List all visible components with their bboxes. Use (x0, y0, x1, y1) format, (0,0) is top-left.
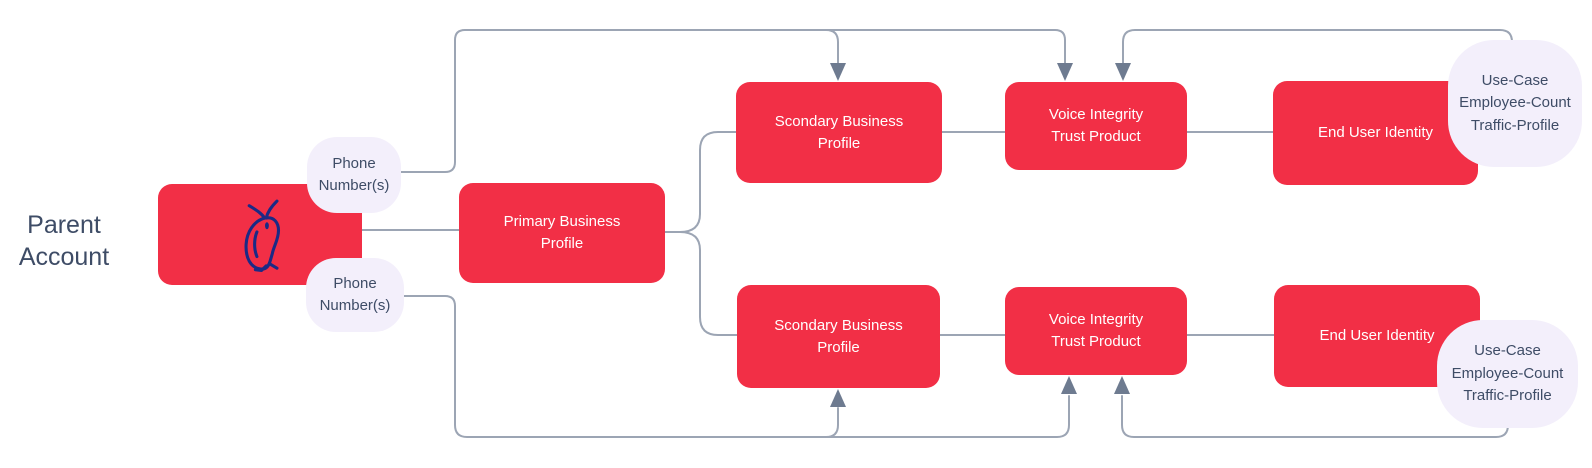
edge-phone-bottom-route (400, 295, 1070, 438)
node-secondary-business-profile-top: Scondary Business Profile (736, 82, 942, 183)
node-use-case-traffic-profile-top: Use-Case Employee-Count Traffic-Profile (1448, 40, 1582, 167)
arrowhead-voice-top-right (1115, 63, 1131, 81)
edge-phone-top-route (400, 29, 1066, 173)
edge-phone-bottom-branch (825, 407, 839, 438)
arrowhead-secondary-top (830, 63, 846, 81)
edge-usecase-top-route (1122, 29, 1513, 64)
edge-usecase-bottom-route (1121, 395, 1509, 438)
node-voice-integrity-trust-product-bottom: Voice Integrity Trust Product (1005, 287, 1187, 375)
node-primary-business-profile: Primary Business Profile (459, 183, 665, 283)
node-phone-numbers-top: Phone Number(s) (307, 137, 401, 213)
node-phone-numbers-bottom: Phone Number(s) (306, 258, 404, 332)
edge-primary-secondary-bottom (664, 231, 738, 336)
arrowhead-voice-bottom-left (1061, 376, 1077, 394)
arrowhead-voice-top-left (1057, 63, 1073, 81)
parent-account-label: Parent Account (18, 211, 110, 271)
edge-phone-top-branch (825, 29, 839, 64)
node-end-user-identity-top: End User Identity (1273, 81, 1478, 185)
arrowhead-secondary-bottom (830, 389, 846, 407)
arrowhead-voice-bottom-right (1114, 376, 1130, 394)
node-end-user-identity-bottom: End User Identity (1274, 285, 1480, 387)
node-secondary-business-profile-bottom: Scondary Business Profile (737, 285, 940, 388)
node-use-case-traffic-profile-bottom: Use-Case Employee-Count Traffic-Profile (1437, 320, 1578, 428)
edge-primary-secondary-top (664, 131, 737, 233)
node-voice-integrity-trust-product-top: Voice Integrity Trust Product (1005, 82, 1187, 170)
owl-icon (244, 199, 281, 272)
